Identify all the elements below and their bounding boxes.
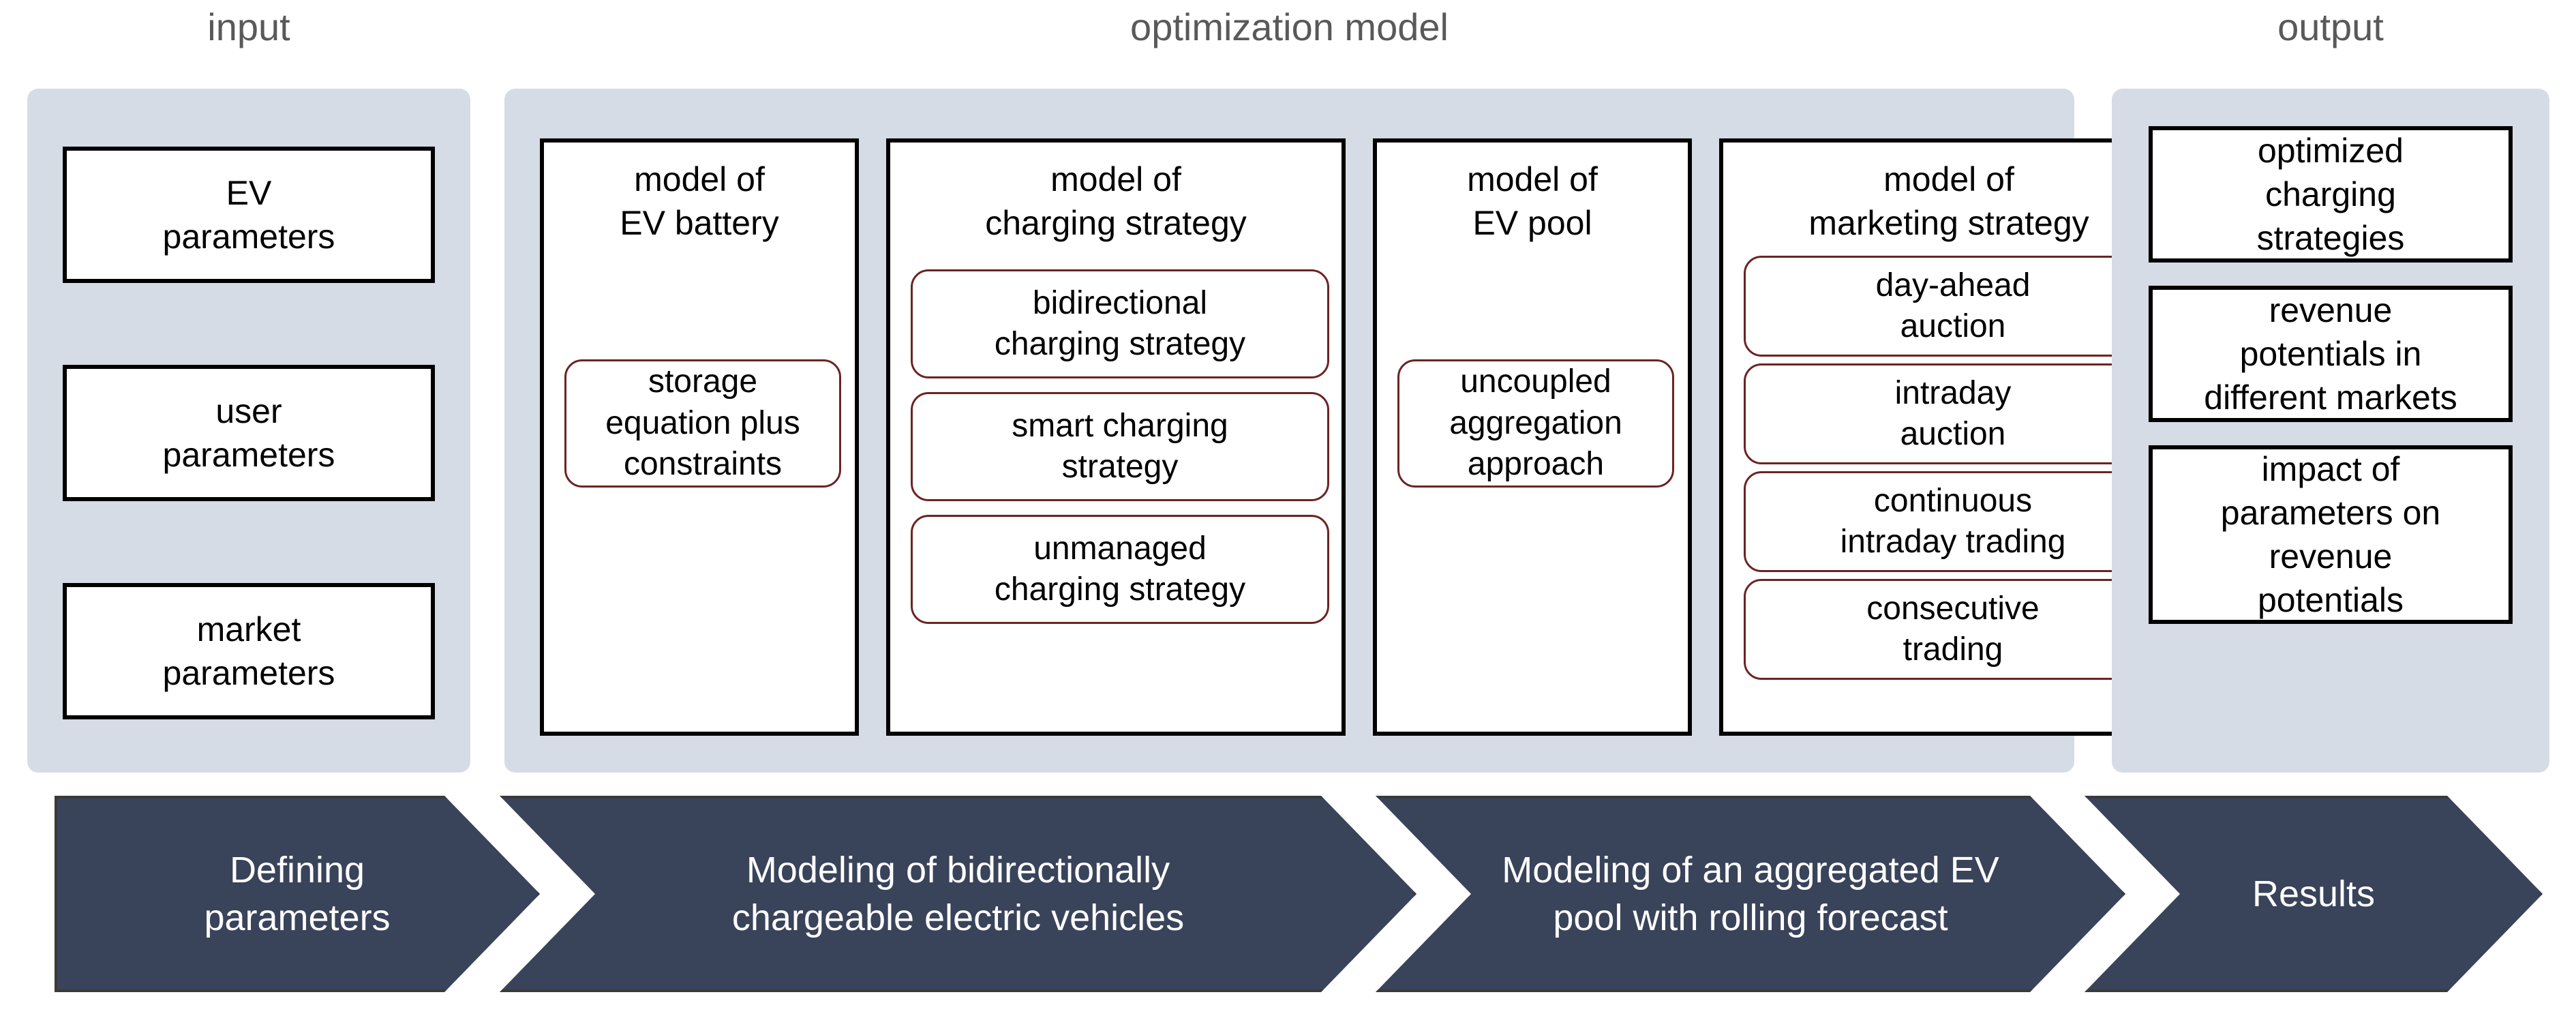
header-output: output bbox=[2277, 5, 2384, 48]
flow-step-label: Results bbox=[2252, 873, 2376, 914]
flow-step-results[interactable]: Results bbox=[2085, 796, 2543, 992]
header-input: input bbox=[207, 5, 290, 48]
header-optimization-model: optimization model bbox=[1130, 5, 1449, 48]
